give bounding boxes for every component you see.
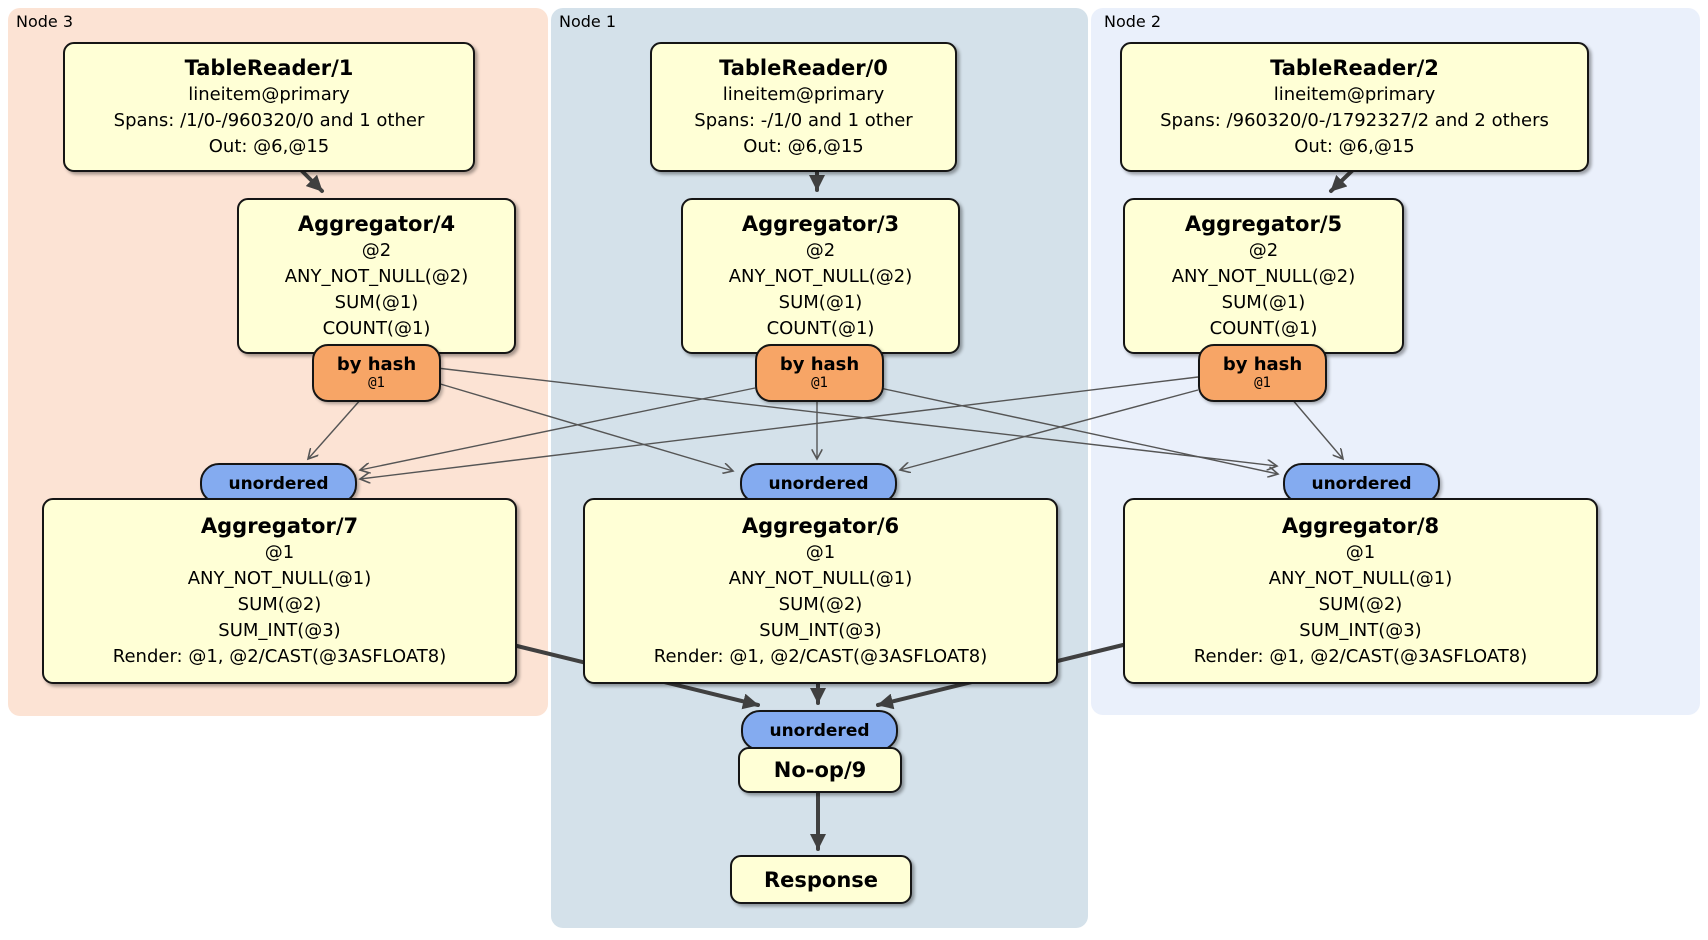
processor-detail-line: ANY_NOT_NULL(@1) (187, 568, 372, 589)
processor-detail-line: @2 (361, 240, 392, 261)
processor-detail-line: SUM_INT(@3) (1299, 620, 1422, 641)
processor-detail-line: lineitem@primary (722, 84, 885, 105)
processor-aggregator-3: Aggregator/3 @2 ANY_NOT_NULL(@2) SUM(@1)… (681, 198, 960, 354)
processor-detail-line: SUM(@2) (237, 594, 322, 615)
processor-title: Aggregator/3 (741, 212, 900, 236)
processor-response: Response (730, 855, 912, 904)
stream-label: unordered (769, 720, 870, 741)
router-by-hash-4: by hash @1 (312, 344, 441, 402)
processor-detail-line: SUM_INT(@3) (218, 620, 341, 641)
hash-stream-edges (308, 367, 1343, 479)
processor-detail-line: Out: @6,@15 (208, 136, 330, 157)
stream-unordered-center: unordered (740, 463, 897, 504)
processor-detail-line: @2 (1248, 240, 1279, 261)
router-detail: @1 (811, 375, 828, 391)
processor-detail-line: SUM(@2) (778, 594, 863, 615)
processor-title: Aggregator/5 (1184, 212, 1343, 236)
processor-detail-line: SUM(@2) (1318, 594, 1403, 615)
stream-label: unordered (228, 473, 329, 494)
processor-detail-line: Spans: -/1/0 and 1 other (694, 110, 913, 131)
processor-detail-line: SUM(@1) (1221, 292, 1306, 313)
processor-title: Aggregator/4 (297, 212, 456, 236)
processor-detail-line: COUNT(@1) (322, 318, 431, 339)
processor-detail-line: Spans: /960320/0-/1792327/2 and 2 others (1160, 110, 1549, 131)
router-label: by hash (1222, 354, 1303, 375)
processor-title: TableReader/0 (719, 56, 888, 80)
router-by-hash-5: by hash @1 (1198, 344, 1327, 402)
processor-title: TableReader/2 (1270, 56, 1439, 80)
region-label-node3: Node 3 (16, 12, 74, 31)
processor-detail-line: lineitem@primary (1273, 84, 1436, 105)
processor-detail-line: @1 (805, 542, 836, 563)
processor-detail-line: Render: @1, @2/CAST(@3ASFLOAT8) (112, 646, 447, 667)
processor-detail-line: @2 (805, 240, 836, 261)
processor-title: Response (763, 867, 879, 892)
processor-detail-line: Out: @6,@15 (1294, 136, 1415, 157)
processor-detail-line: ANY_NOT_NULL(@2) (728, 266, 913, 287)
stream-unordered-final: unordered (741, 710, 898, 751)
stream-label: unordered (768, 473, 869, 494)
processor-detail-line: Out: @6,@15 (743, 136, 864, 157)
processor-title: Aggregator/6 (741, 514, 900, 538)
processor-detail-line: COUNT(@1) (1209, 318, 1318, 339)
processor-detail-line: COUNT(@1) (766, 318, 875, 339)
router-detail: @1 (1254, 375, 1271, 391)
region-label-node2: Node 2 (1104, 12, 1162, 31)
stream-label: unordered (1311, 473, 1412, 494)
processor-tablereader-0: TableReader/0 lineitem@primary Spans: -/… (650, 42, 957, 172)
processor-detail-line: ANY_NOT_NULL(@1) (1268, 568, 1453, 589)
router-label: by hash (779, 354, 860, 375)
processor-detail-line: @1 (1345, 542, 1376, 563)
processor-tablereader-2: TableReader/2 lineitem@primary Spans: /9… (1120, 42, 1589, 172)
processor-title: Aggregator/7 (200, 514, 359, 538)
processor-detail-line: ANY_NOT_NULL(@1) (728, 568, 913, 589)
processor-aggregator-7: Aggregator/7 @1 ANY_NOT_NULL(@1) SUM(@2)… (42, 498, 517, 684)
processor-detail-line: ANY_NOT_NULL(@2) (284, 266, 469, 287)
region-label-node1: Node 1 (559, 12, 617, 31)
processor-aggregator-8: Aggregator/8 @1 ANY_NOT_NULL(@1) SUM(@2)… (1123, 498, 1598, 684)
processor-noop-9: No-op/9 (738, 747, 902, 793)
router-by-hash-3: by hash @1 (755, 344, 884, 402)
processor-aggregator-4: Aggregator/4 @2 ANY_NOT_NULL(@2) SUM(@1)… (237, 198, 516, 354)
processor-detail-line: Render: @1, @2/CAST(@3ASFLOAT8) (1193, 646, 1528, 667)
processor-detail-line: ANY_NOT_NULL(@2) (1171, 266, 1356, 287)
processor-title: Aggregator/8 (1281, 514, 1440, 538)
processor-detail-line: SUM_INT(@3) (759, 620, 882, 641)
processor-title: TableReader/1 (184, 56, 354, 80)
processor-title: No-op/9 (773, 758, 867, 782)
processor-detail-line: SUM(@1) (778, 292, 863, 313)
processor-detail-line: @1 (264, 542, 295, 563)
router-detail: @1 (368, 375, 385, 391)
processor-tablereader-1: TableReader/1 lineitem@primary Spans: /1… (63, 42, 475, 172)
router-label: by hash (336, 354, 417, 375)
processor-detail-line: lineitem@primary (188, 84, 350, 105)
stream-unordered-left: unordered (200, 463, 357, 504)
processor-detail-line: Render: @1, @2/CAST(@3ASFLOAT8) (653, 646, 988, 667)
processor-detail-line: SUM(@1) (334, 292, 419, 313)
processor-aggregator-5: Aggregator/5 @2 ANY_NOT_NULL(@2) SUM(@1)… (1123, 198, 1404, 354)
processor-detail-line: Spans: /1/0-/960320/0 and 1 other (113, 110, 425, 131)
processor-aggregator-6: Aggregator/6 @1 ANY_NOT_NULL(@1) SUM(@2)… (583, 498, 1058, 684)
